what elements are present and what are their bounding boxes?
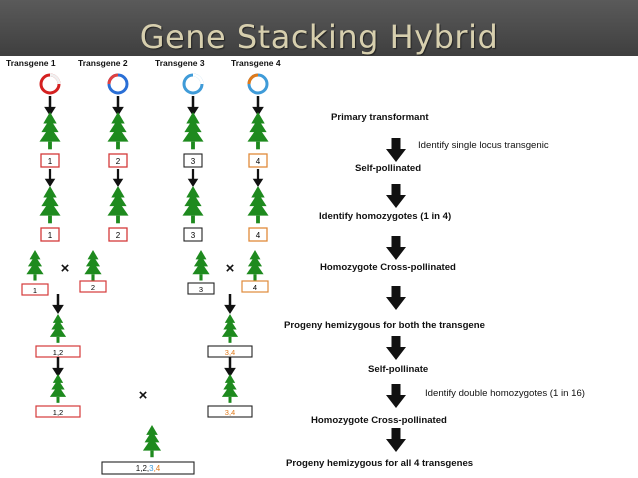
plant-icon (247, 112, 269, 150)
plant-icon (142, 425, 162, 458)
plant-icon (39, 112, 61, 150)
cross-symbol: × (226, 260, 235, 277)
step-progeny-hemizygous-all: Progeny hemizygous for all 4 transgenes (286, 458, 474, 469)
plant-icon (107, 186, 129, 224)
process-arrow-icon (386, 336, 406, 360)
plant-icon (49, 314, 67, 343)
note-identify-double-homozygotes: Identify double homozygotes (1 in 16) (425, 388, 585, 399)
gene-label: 4 (253, 283, 257, 292)
label-box (40, 227, 60, 242)
step-self-pollinate: Self-pollinate (368, 364, 429, 375)
label-box (207, 405, 253, 418)
gene-label: 1 (48, 157, 53, 166)
gene-label: 1,2 (53, 408, 63, 417)
arrow-down-icon (44, 169, 56, 187)
label-box (101, 461, 195, 475)
plasmid-icon-3 (182, 73, 204, 95)
gene-label: 3 (191, 231, 196, 240)
plant-icon (49, 374, 67, 403)
arrow-down-icon (187, 169, 199, 187)
plant-icon (192, 250, 210, 281)
label-box (183, 153, 203, 168)
label-box (40, 153, 60, 168)
label-box (35, 405, 81, 418)
label-box (21, 283, 49, 296)
step-homozygote-cross-pollinated-2: Homozygote Cross-pollinated (311, 415, 447, 426)
gene-label: 1,2 (53, 348, 63, 357)
plant-icon (247, 186, 269, 224)
label-box (248, 153, 268, 168)
label-box (187, 282, 215, 295)
slide-title: Gene Stacking Hybrid (139, 18, 499, 56)
step-progeny-hemizygous-both: Progeny hemizygous for both the transgen… (284, 320, 485, 331)
process-arrow-icon (386, 236, 406, 260)
transgene-1-label: Transgene 1 (6, 58, 56, 68)
final-label-part: 3 (149, 464, 154, 473)
plant-icon (26, 250, 44, 281)
arrow-down-icon (224, 294, 236, 314)
step-identify-homozygotes: Identify homozygotes (1 in 4) (319, 211, 452, 222)
plant-icon (182, 112, 204, 150)
arrow-down-icon (252, 169, 264, 187)
label-box (108, 153, 128, 168)
diagram-panel (0, 56, 638, 478)
gene-label: 2 (116, 157, 121, 166)
cross-symbol: × (139, 387, 148, 404)
arrow-down-icon (52, 294, 64, 314)
plasmid-icon-4 (247, 73, 269, 95)
step-self-pollinated: Self-pollinated (355, 163, 422, 174)
label-box (183, 227, 203, 242)
step-homozygote-cross-pollinated: Homozygote Cross-pollinated (320, 262, 456, 273)
plasmid-icon-2 (107, 73, 129, 95)
gene-label: 2 (116, 231, 121, 240)
process-arrow-icon (386, 384, 406, 408)
cross-symbol: × (61, 260, 70, 277)
plant-icon (221, 374, 239, 403)
plant-icon (246, 250, 264, 281)
gene-label: 3 (191, 157, 196, 166)
process-arrow-icon (386, 138, 406, 162)
gene-label: 3,4 (225, 348, 235, 357)
title-bar: Gene Stacking Hybrid (0, 0, 638, 58)
step-primary-transformant: Primary transformant (331, 112, 429, 123)
plant-icon (107, 112, 129, 150)
plant-icon (182, 186, 204, 224)
plant-icon (39, 186, 61, 224)
gene-label: 3,4 (225, 408, 235, 417)
plasmid-icon-1 (39, 73, 61, 95)
plant-icon (221, 314, 239, 343)
note-identify-single-locus: Identify single locus transgenic (418, 140, 549, 151)
gene-label: 3 (199, 285, 203, 294)
gene-label: 1 (33, 286, 37, 295)
final-label-part: ,4 (154, 464, 161, 473)
process-arrow-icon (386, 286, 406, 310)
final-label-part: 1,2, (136, 464, 149, 473)
label-box (241, 280, 269, 293)
gene-label: 4 (256, 231, 261, 240)
gene-label: 4 (256, 157, 261, 166)
label-box (79, 280, 107, 293)
transgene-4-label: Transgene 4 (231, 58, 281, 68)
process-arrow-icon (386, 428, 406, 452)
label-box (248, 227, 268, 242)
arrow-down-icon (112, 169, 124, 187)
gene-label: 2 (91, 283, 95, 292)
process-arrow-icon (386, 184, 406, 208)
gene-label: 1 (48, 231, 53, 240)
final-gene-label: 1,2,3,4 (136, 464, 161, 473)
transgene-2-label: Transgene 2 (78, 58, 128, 68)
label-box (108, 227, 128, 242)
plant-icon (84, 250, 102, 281)
transgene-3-label: Transgene 3 (155, 58, 205, 68)
